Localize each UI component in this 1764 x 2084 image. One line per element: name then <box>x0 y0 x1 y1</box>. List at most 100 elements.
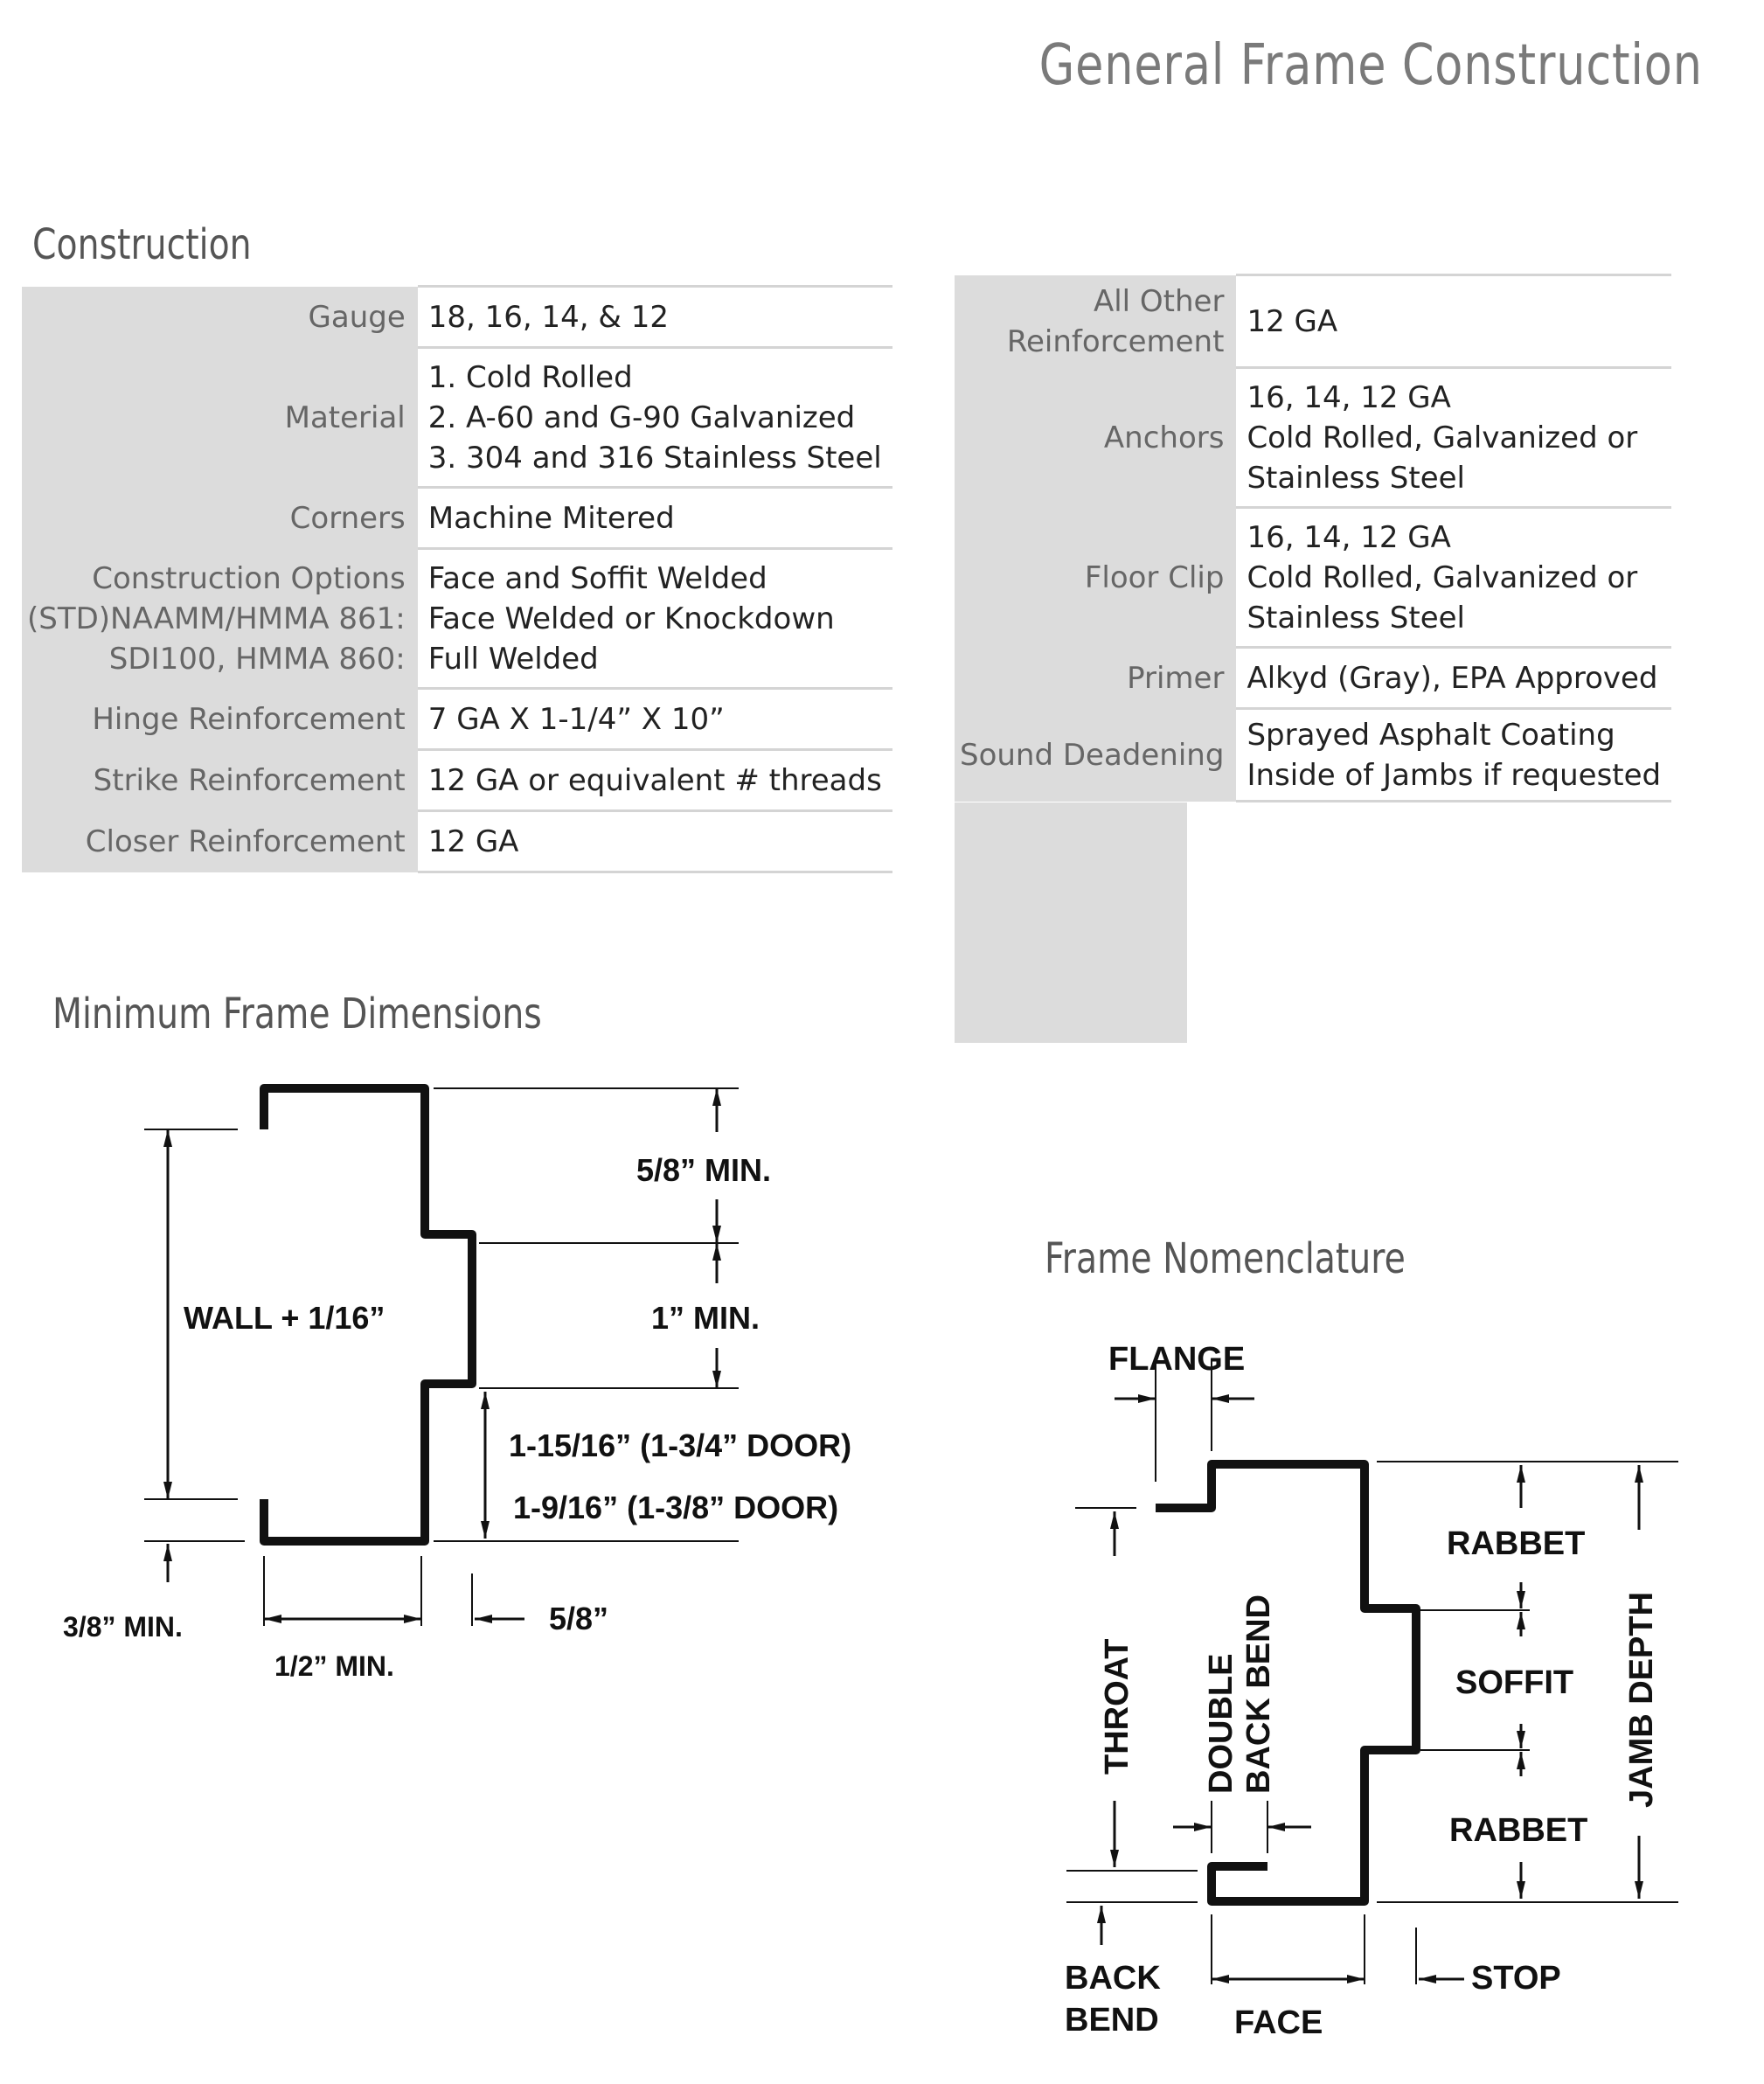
value-line: Face and Soffit Welded <box>427 560 767 596</box>
spec-row: Gauge 18, 16, 14, & 12 <box>22 285 892 349</box>
spec-value: Machine Mitered <box>417 487 892 550</box>
label-line: Gauge <box>308 299 406 335</box>
label-line: Construction Options <box>92 560 406 596</box>
soffit-min-label: 1” MIN. <box>651 1300 760 1336</box>
rabbet-bottom-label: RABBET <box>1449 1812 1587 1849</box>
spec-right-row: Primer Alkyd (Gray), EPA Approved <box>955 647 1672 710</box>
label-line: Corners <box>289 500 406 536</box>
stop-height-label: 5/8” MIN. <box>636 1152 771 1188</box>
spec-label: Construction Options (STD)NAAMM/HMMA 861:… <box>22 548 418 689</box>
face-min-label: 1/2” MIN. <box>274 1650 394 1682</box>
spec-value: 1. Cold Rolled 2. A-60 and G-90 Galvanize… <box>417 347 892 489</box>
value-line: 2. A-60 and G-90 Galvanized <box>427 399 856 435</box>
value-line: Face Welded or Knockdown <box>427 601 835 636</box>
nomenclature-diagram: FLANGE RABBET SOFFIT RABBET JAMB DEPTH T… <box>1065 1341 1678 2041</box>
page-title: General Frame Construction <box>1038 33 1703 98</box>
rabbet-dimension-label-a: 1-15/16” (1-3/4” DOOR) <box>509 1428 851 1463</box>
spec-value: 18, 16, 14, & 12 <box>417 285 892 349</box>
spec-label: Material <box>22 347 418 488</box>
label-line: Closer Reinforcement <box>85 823 406 859</box>
frame-nomenclature-profile <box>1156 1460 1420 1906</box>
spec-label: Gauge <box>22 286 418 348</box>
label-line: Anchors <box>1103 420 1225 455</box>
spec-label: Corners <box>22 487 418 549</box>
label-line: Strike Reinforcement <box>93 762 406 798</box>
jamb-depth-label: JAMB DEPTH <box>1623 1592 1660 1808</box>
value-line: Cold Rolled, Galvanized or <box>1247 559 1638 595</box>
value-line: Inside of Jambs if requested <box>1247 757 1662 793</box>
value-line: Sprayed Asphalt Coating <box>1247 717 1615 753</box>
wall-dimension-label: WALL + 1/16” <box>184 1300 385 1336</box>
spec-right-row: Floor Clip 16, 14, 12 GA Cold Rolled, Galv… <box>955 507 1672 649</box>
spec-right-label: Floor Clip <box>955 507 1237 648</box>
spec-right-label: Primer <box>955 647 1237 709</box>
value-line: Full Welded <box>427 641 599 677</box>
soffit-label: SOFFIT <box>1455 1664 1573 1701</box>
spec-row: Hinge Reinforcement 7 GA X 1-1/4” X 10” <box>22 688 892 751</box>
label-line: (STD)NAAMM/HMMA 861: <box>27 601 406 636</box>
value-line: 16, 14, 12 GA <box>1247 519 1451 555</box>
label-line: Reinforcement <box>1006 323 1225 359</box>
spec-row: Closer Reinforcement 12 GA <box>22 810 892 873</box>
flange-label: FLANGE <box>1108 1341 1245 1378</box>
bend-label: BEND <box>1065 2002 1159 2039</box>
label-line: SDI100, HMMA 860: <box>108 641 406 677</box>
label-line: Floor Clip <box>1084 559 1225 595</box>
label-line: Material <box>284 399 406 435</box>
value-line: Alkyd (Gray), EPA Approved <box>1247 660 1658 696</box>
right-table-label-column-fill <box>955 802 1187 1043</box>
spec-right-value: Alkyd (Gray), EPA Approved <box>1236 647 1672 710</box>
spec-value: 12 GA or equivalent # threads <box>417 749 892 812</box>
spec-row: Strike Reinforcement 12 GA or equivalent … <box>22 749 892 812</box>
value-line: 3. 304 and 316 Stainless Steel <box>427 440 882 476</box>
label-line: Primer <box>1127 660 1225 696</box>
value-line: 7 GA X 1-1/4” X 10” <box>427 701 725 737</box>
spec-label: Closer Reinforcement <box>22 810 418 872</box>
spec-row: Corners Machine Mitered <box>22 487 892 550</box>
throat-label: THROAT <box>1099 1639 1135 1775</box>
nomenclature-heading: Frame Nomenclature <box>1045 1234 1406 1283</box>
spec-label: Hinge Reinforcement <box>22 688 418 750</box>
spec-right-label: Sound Deadening <box>955 708 1237 802</box>
rabbet-top-label: RABBET <box>1447 1525 1585 1562</box>
value-line: Stainless Steel <box>1247 600 1465 636</box>
construction-heading: Construction <box>32 220 252 269</box>
value-line: 12 GA or equivalent # threads <box>427 762 882 798</box>
min-dimensions-heading: Minimum Frame Dimensions <box>52 990 542 1039</box>
back-bend-min-label: 3/8” MIN. <box>63 1611 183 1643</box>
value-line: 12 GA <box>427 823 519 859</box>
construction-table-left: Gauge 18, 16, 14, & 12 Material 1. Cold Rol… <box>22 285 892 873</box>
stop-label: STOP <box>1471 1960 1561 1997</box>
value-line: Machine Mitered <box>427 500 675 536</box>
rabbet-dimension-label-b: 1-9/16” (1-3/8” DOOR) <box>513 1490 838 1525</box>
stop-dimension-label: 5/8” <box>549 1601 608 1636</box>
label-line: Hinge Reinforcement <box>92 701 406 737</box>
spec-row: Material 1. Cold Rolled 2. A-60 and G-90 G… <box>22 347 892 489</box>
spec-value: 12 GA <box>417 810 892 873</box>
value-line: 18, 16, 14, & 12 <box>427 299 669 335</box>
double-label: DOUBLE <box>1203 1654 1240 1794</box>
spec-right-value: 16, 14, 12 GA Cold Rolled, Galvanized or S… <box>1236 507 1672 649</box>
min-dimensions-diagram: 5/8” MIN. 1” MIN. WALL + 1/16” 1-15/16” … <box>63 1084 851 1682</box>
label-line: All Other <box>1093 283 1225 319</box>
value-line: Cold Rolled, Galvanized or <box>1247 420 1638 455</box>
back-bend-vertical-label: BACK BEND <box>1240 1594 1277 1794</box>
spec-right-value: 12 GA <box>1236 274 1672 369</box>
label-line: Sound Deadening <box>960 737 1225 773</box>
value-line: Stainless Steel <box>1247 460 1465 496</box>
frame-profile-outline <box>260 1084 476 1546</box>
face-label: FACE <box>1234 2004 1323 2041</box>
value-line: 1. Cold Rolled <box>427 359 633 395</box>
value-line: 12 GA <box>1247 303 1338 339</box>
back-label: BACK <box>1065 1960 1161 1997</box>
spec-row: Construction Options (STD)NAAMM/HMMA 861:… <box>22 548 892 690</box>
spec-value: 7 GA X 1-1/4” X 10” <box>417 688 892 751</box>
